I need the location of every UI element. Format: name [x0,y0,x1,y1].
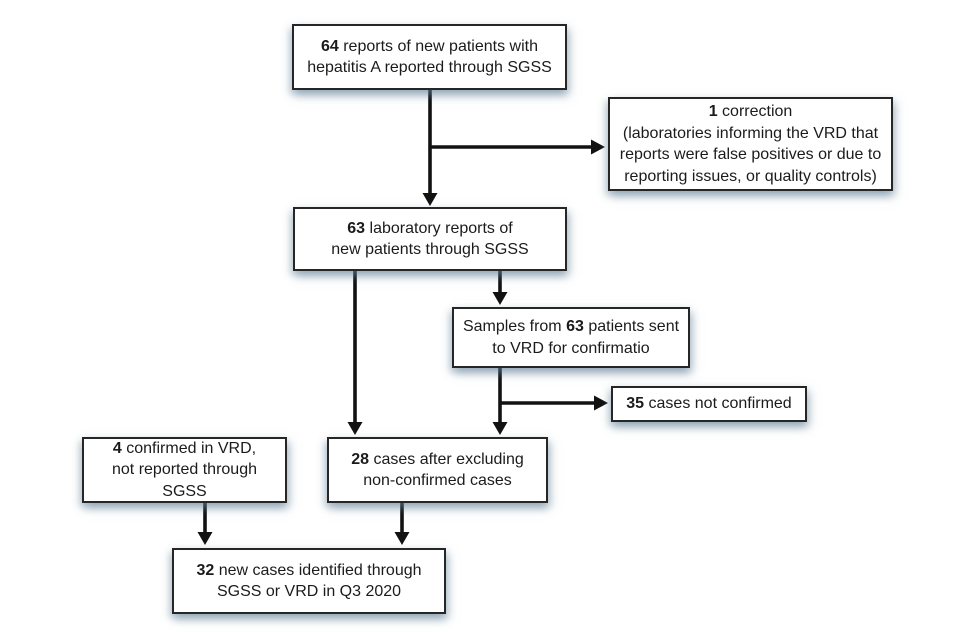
node-text-line: hepatitis A reported through SGSS [307,59,552,76]
node-lab-reports-63: 63 laboratory reports of new patients th… [293,207,567,271]
node-new-cases-32: 32 new cases identified through SGSS or … [172,548,446,614]
node-text-line: reporting issues, or quality controls) [624,167,877,185]
arrowhead-down-into-lab [422,193,438,206]
arrowhead-right-into-correction [591,139,605,155]
node-text-line: 64 reports of new patients with [320,37,538,55]
arrowhead-right-into-not-confirmed [594,395,608,411]
node-text-line: to VRD for confirmatio [492,339,650,357]
node-vrd-confirmed-4: 4 confirmed in VRD, not reported through… [82,437,287,503]
node-text-line: reports were false positives or due to [619,146,882,163]
arrowhead-down-into-samples [492,292,508,305]
node-text-line: (laboratories informing the VRD that [622,124,879,142]
node-samples-sent-63: Samples from 63 patients sent to VRD for… [452,307,690,368]
node-text-line: 1 correction [708,103,793,120]
node-text-line: 28 cases after excluding [351,450,524,468]
node-text-line: SGSS or VRD in Q3 2020 [216,583,402,600]
arrowhead-down-into-new-cases-right [394,532,410,545]
node-text-line: 35 cases not confirmed [626,395,792,413]
node-text-line: non-confirmed cases [363,472,512,489]
node-after-excluding-28: 28 cases after excluding non-confirmed c… [327,437,548,503]
arrowhead-down-into-after-excluding-right [492,422,508,435]
node-not-confirmed-35: 35 cases not confirmed [611,386,807,422]
node-text-line: not reported through SGSS [112,461,262,500]
node-text-line: 63 laboratory reports of [347,219,513,237]
arrowhead-down-into-new-cases-left [197,532,213,545]
node-correction-1: 1 correction (laboratories informing the… [608,97,893,191]
node-text-line: new patients through SGSS [331,241,529,258]
arrowhead-down-into-after-excluding-left [347,422,363,435]
node-text-line: Samples from 63 patients sent [462,318,680,335]
node-text-line: 4 confirmed in VRD, [112,439,257,457]
node-reports-64: 64 reports of new patients with hepatiti… [292,24,567,90]
node-text-line: 32 new cases identified through [196,561,422,579]
